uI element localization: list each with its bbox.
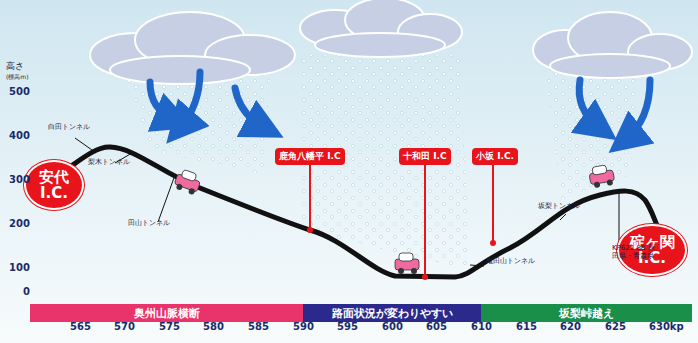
axis-tick-label: 600: [382, 321, 403, 333]
ic-circle: 安代 I.C.: [24, 160, 84, 210]
tunnel-label: 田山トンネル: [128, 219, 170, 227]
section-band: 坂梨峠越え: [481, 304, 692, 322]
axis-title: 高さ: [6, 61, 24, 71]
axis-tick-label: 200: [9, 218, 30, 230]
axis-tick-label: 615: [516, 321, 537, 333]
tunnel-label: 坂梨トンネル: [538, 202, 580, 210]
tunnel-marker: [75, 138, 619, 266]
ic-leader: [310, 164, 493, 276]
axis-tick-label: 605: [426, 321, 447, 333]
cloud: [300, 0, 462, 57]
axis-tick-label: 585: [248, 321, 269, 333]
axis-tick-label: 630kp: [649, 321, 684, 333]
ic-box: 鹿角八幡平 I.C: [275, 148, 345, 165]
axis-tick-label: 300: [9, 174, 30, 186]
node-text: 安代 I.C.: [32, 169, 76, 202]
axis-tick-label: 590: [293, 321, 314, 333]
node-text: 十和田 I.C: [403, 150, 447, 163]
axis-tick-label: 100: [9, 262, 30, 274]
snowfall: [545, 60, 640, 200]
node-text: 小坂 I.C.: [476, 150, 514, 163]
car: [588, 164, 615, 189]
section-band: 路面状況が変わりやすい: [303, 304, 481, 322]
axis-tick-label: 575: [159, 321, 180, 333]
cloud: [533, 12, 692, 78]
ic-box: 小坂 I.C.: [472, 148, 518, 165]
node-text: 路面状況が変わりやすい: [332, 306, 453, 321]
axis-tick-label: 610: [471, 321, 492, 333]
wind-arrow: [150, 72, 650, 140]
axis-tick-label: 565: [70, 321, 91, 333]
axis-tick-label: 595: [337, 321, 358, 333]
axis-tick-label: 570: [114, 321, 135, 333]
car: [173, 168, 203, 196]
tunnel-label: 白田トンネル: [48, 123, 90, 131]
axis-tick-label: 625: [605, 321, 626, 333]
axis-tick-label: 580: [203, 321, 224, 333]
section-band: 奥州山脈横断: [30, 304, 303, 322]
node-text: 坂梨峠越え: [559, 306, 614, 321]
elevation-profile: [42, 147, 660, 277]
tunnel-label: 梨木トンネル: [88, 158, 130, 166]
axis-tick-label: 0: [23, 286, 30, 298]
node-text: 鹿角八幡平 I.C: [279, 150, 341, 163]
cloud: [90, 12, 295, 84]
node-text: 奥州山脈横断: [134, 306, 200, 321]
axis-tick-label: 400: [9, 130, 30, 142]
tunnel-label: KP622.88 秋田県・青森県: [612, 244, 658, 260]
tunnel-label: 亀田山トンネル: [486, 257, 535, 265]
axis-title: (標高m): [6, 74, 29, 81]
axis-tick-label: 620: [560, 321, 581, 333]
ic-box: 十和田 I.C: [399, 148, 451, 165]
car: [395, 253, 419, 274]
axis-tick-label: 500: [9, 86, 30, 98]
ic-point: [307, 227, 496, 280]
